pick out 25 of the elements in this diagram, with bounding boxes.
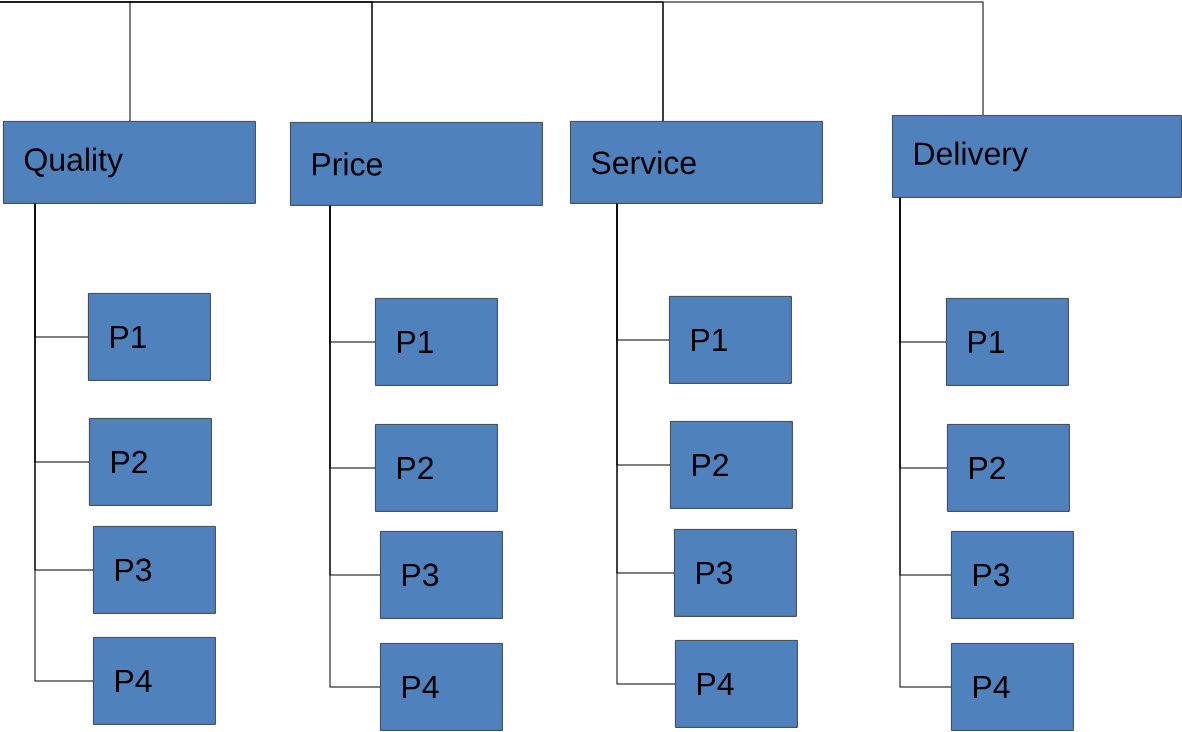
item-box: P3 [93,526,216,614]
item-box: P3 [674,529,797,617]
connector-line [899,197,952,688]
item-box: P1 [88,293,211,381]
item-box: P4 [951,643,1074,731]
connector-line [329,205,381,688]
category-box: Price [290,122,543,206]
item-box: P1 [669,296,792,384]
item-box: P4 [380,643,503,731]
item-box: P3 [951,531,1074,619]
item-box: P4 [675,640,798,728]
item-box: P2 [947,424,1070,512]
category-box: Service [570,121,823,204]
item-box: P2 [89,418,212,506]
connector-line [616,203,676,685]
category-box: Delivery [892,115,1182,198]
connector-line [0,1,984,122]
item-box: P1 [375,298,498,386]
connector-line [34,203,94,682]
item-box: P2 [375,424,498,512]
item-box: P2 [670,421,793,509]
category-box: Quality [3,121,256,204]
item-box: P3 [380,531,503,619]
item-box: P4 [93,637,216,725]
item-box: P1 [946,298,1069,386]
